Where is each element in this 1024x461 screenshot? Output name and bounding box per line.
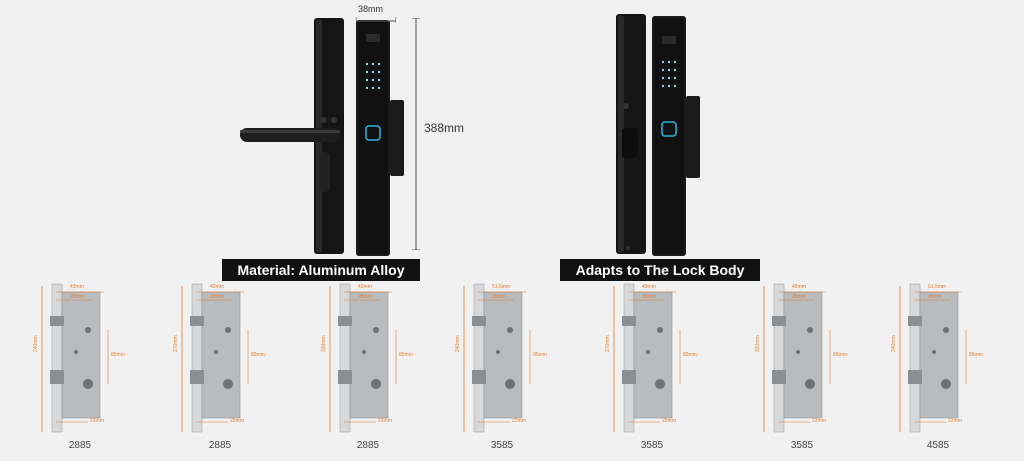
dim-length: 270mm: [173, 335, 179, 352]
dim-top-b: 28mm: [358, 294, 372, 300]
dim-top-a: 49mm: [792, 284, 806, 290]
dim-top-a: 42mm: [358, 284, 372, 290]
smart-lock-lock-body: [600, 10, 710, 260]
lock-body-model-label: 4585: [926, 440, 950, 451]
dim-top-b: 35mm: [792, 294, 806, 300]
dim-length: 270mm: [605, 335, 611, 352]
material-caption: Material: Aluminum Alloy: [222, 259, 420, 281]
dim-top-a: 42mm: [210, 284, 224, 290]
dim-top-b: 35mm: [642, 294, 656, 300]
lock-body-model-label: 2885: [356, 440, 380, 451]
dim-top-a: 51.5mm: [492, 284, 511, 290]
dim-center: 85mm: [969, 352, 983, 358]
width-dimension-label: 38mm: [358, 4, 384, 14]
lock-body-drawing: [329, 283, 397, 433]
dim-bottom: 22mm: [948, 418, 962, 424]
dim-top-b: 35mm: [492, 294, 506, 300]
lock-body-2: 42mm 28mm 85mm 22mm 270mm: [170, 282, 270, 437]
lock-body-model-label: 2885: [68, 440, 92, 451]
lock-body-model-label: 3585: [640, 440, 664, 451]
dim-top-a: 49mm: [642, 284, 656, 290]
lock-body-model-label: 3585: [790, 440, 814, 451]
smart-lock-handle-illustration: [240, 18, 404, 256]
lock-body-1: 43mm 20mm 85mm 22mm 240mm: [30, 282, 130, 437]
dim-bottom: 22mm: [812, 418, 826, 424]
dim-top-b: 45mm: [928, 294, 942, 300]
height-dimension-label: 388mm: [424, 121, 465, 135]
dim-length: 240mm: [891, 335, 897, 352]
adapt-caption: Adapts to The Lock Body: [560, 259, 760, 281]
height-dimension-line: [412, 17, 420, 251]
lock-body-drawing: [41, 283, 109, 433]
dim-center: 85mm: [399, 352, 413, 358]
dim-center: 85mm: [111, 352, 125, 358]
lock-body-model-label: 3585: [490, 440, 514, 451]
lock-body-6: 49mm 35mm 85mm 22mm 330mm: [752, 282, 852, 437]
dim-length: 240mm: [455, 335, 461, 352]
dim-top-a: 61.5mm: [928, 284, 947, 290]
dim-length: 330mm: [321, 335, 327, 352]
dim-center: 85mm: [533, 352, 547, 358]
lock-body-3: 42mm 28mm 85mm 22mm 330mm: [318, 282, 418, 437]
dim-center: 85mm: [683, 352, 697, 358]
dim-center: 85mm: [833, 352, 847, 358]
lock-body-4: 51.5mm 35mm 85mm 22mm 240mm: [452, 282, 552, 437]
dim-length: 240mm: [33, 335, 39, 352]
dim-length: 330mm: [755, 335, 761, 352]
smart-lock-with-handle: [232, 12, 412, 260]
dim-bottom: 22mm: [378, 418, 392, 424]
lock-body-model-label: 2885: [208, 440, 232, 451]
dim-bottom: 22mm: [662, 418, 676, 424]
lock-body-drawing: [181, 283, 249, 433]
lock-body-5: 49mm 35mm 85mm 22mm 270mm: [602, 282, 702, 437]
dim-top-a: 43mm: [70, 284, 84, 290]
lock-body-drawing: [613, 283, 681, 433]
dim-top-b: 20mm: [70, 294, 84, 300]
lock-body-drawing: [463, 283, 531, 433]
lock-body-drawing: [899, 283, 967, 433]
dim-bottom: 22mm: [90, 418, 104, 424]
lock-body-drawing: [763, 283, 831, 433]
dim-bottom: 22mm: [230, 418, 244, 424]
dim-center: 85mm: [251, 352, 265, 358]
lock-body-7: 61.5mm 45mm 85mm 22mm 240mm: [888, 282, 988, 437]
dim-top-b: 28mm: [210, 294, 224, 300]
dim-bottom: 22mm: [512, 418, 526, 424]
smart-lock-illustration: [616, 14, 700, 256]
